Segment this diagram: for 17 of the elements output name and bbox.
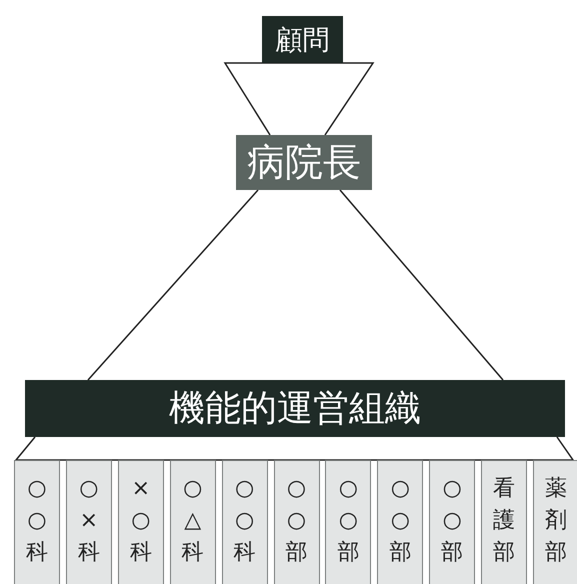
department-column: 薬剤部 [533, 460, 577, 584]
banner-bar: 機能的運営組織 [25, 380, 565, 437]
department-column: ○×科 [66, 460, 112, 584]
department-column: ○○科 [222, 460, 268, 584]
department-column: ○○部 [429, 460, 476, 584]
funnel-connector [224, 62, 374, 136]
department-column: ○○科 [14, 460, 60, 584]
title-box: 顧問 [262, 16, 343, 63]
title-box: 病院長 [236, 135, 372, 190]
department-column: ○○部 [325, 460, 372, 584]
department-column: 看護部 [481, 460, 528, 584]
department-column: ×○科 [118, 460, 164, 584]
department-column: ○△科 [170, 460, 216, 584]
connector-line [87, 189, 504, 381]
department-column: ○○部 [377, 460, 424, 584]
trapezoid-connector [14, 436, 574, 461]
department-column: ○○部 [274, 460, 320, 584]
